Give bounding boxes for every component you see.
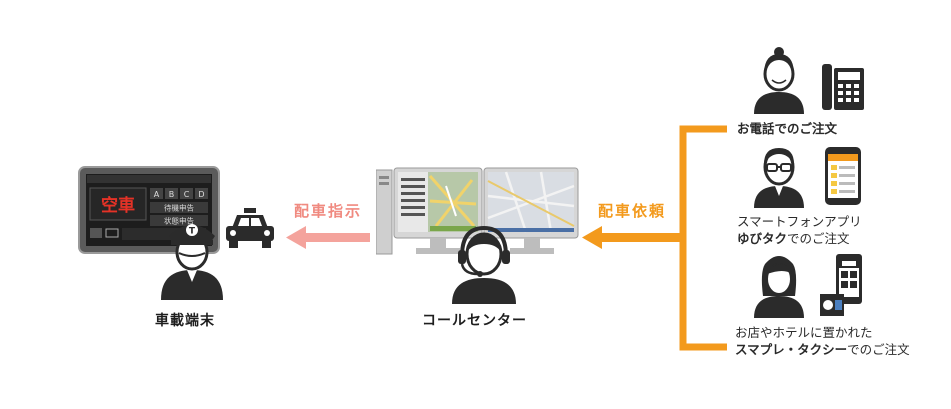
- elderly-woman-icon: [754, 47, 804, 114]
- svg-text:状態申告: 状態申告: [164, 216, 194, 226]
- order-source-bracket: [679, 125, 727, 351]
- phone-order-text: お電話でのご注文: [737, 120, 837, 137]
- store-order-text: お店やホテルに置かれた スマプレ・タクシーでのご注文: [735, 324, 910, 358]
- app-order-text: スマートフォンアプリ ゆびタクでのご注文: [737, 213, 862, 247]
- phone-order-line: お電話でのご注文: [737, 121, 838, 136]
- telephone-icon: [822, 64, 864, 110]
- taxi-icon: [226, 208, 274, 248]
- smapre-taxi-name: スマプレ・タクシー: [735, 342, 848, 357]
- svg-text:B: B: [169, 190, 175, 199]
- store-order-line1: お店やホテルに置かれた: [735, 325, 873, 340]
- svg-text:T: T: [189, 227, 196, 237]
- status-text: 空車: [101, 195, 135, 216]
- smartphone-app-icon: [825, 147, 861, 205]
- operator-headset-icon: [452, 225, 516, 304]
- dispatch-request-arrow: [582, 226, 686, 249]
- dispatch-instruction-arrow: [286, 226, 370, 249]
- call-center-computers: [376, 167, 579, 255]
- dispatch-request-label: 配車依頼: [598, 202, 667, 220]
- app-order-suffix: でのご注文: [787, 231, 850, 246]
- svg-text:C: C: [184, 190, 190, 199]
- smapre-taxi-kiosk-icon: [820, 254, 862, 316]
- driver-icon: T: [161, 224, 223, 300]
- vehicle-terminal-device: 空車 A B C D 待機申告 状態申告: [78, 166, 220, 254]
- svg-text:A: A: [154, 190, 160, 199]
- woman-customer-icon: [754, 256, 804, 318]
- svg-text:待機申告: 待機申告: [164, 203, 194, 213]
- app-name: ゆびタク: [737, 231, 788, 246]
- dispatch-instruction-label: 配車指示: [294, 202, 363, 220]
- app-order-line1: スマートフォンアプリ: [737, 214, 862, 229]
- man-with-glasses-icon: [754, 148, 804, 208]
- call-center-label: コールセンター: [422, 313, 527, 329]
- store-order-suffix: でのご注文: [847, 342, 910, 357]
- terminal-label: 車載端末: [155, 313, 215, 329]
- svg-text:D: D: [198, 190, 204, 199]
